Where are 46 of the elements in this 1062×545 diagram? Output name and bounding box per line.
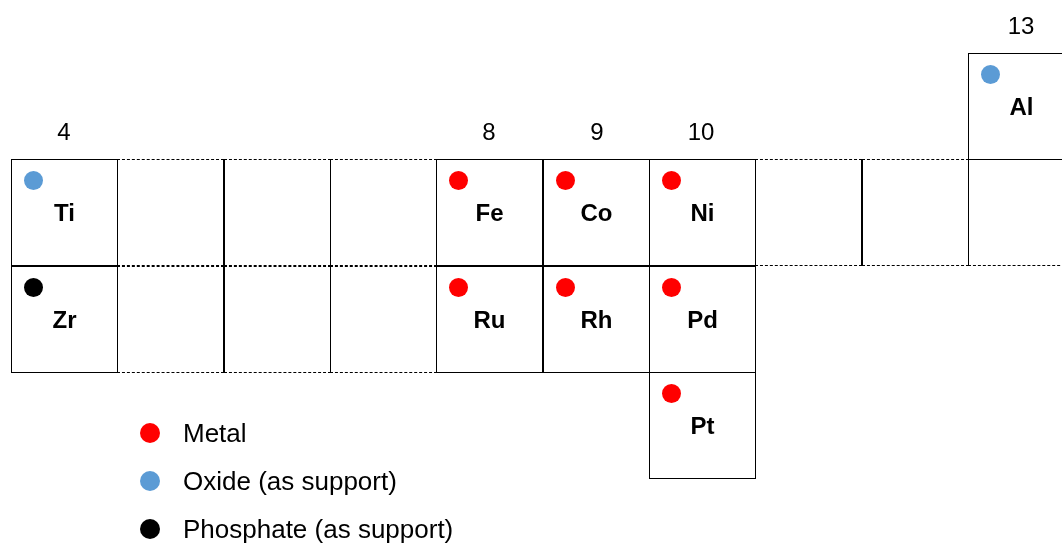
empty-cell bbox=[330, 159, 437, 266]
element-cell bbox=[11, 159, 118, 266]
marker-dot bbox=[24, 278, 43, 297]
element-cell bbox=[649, 266, 756, 373]
group-number: 13 bbox=[1007, 12, 1035, 40]
element-symbol: Zr bbox=[51, 306, 78, 334]
marker-dot bbox=[556, 278, 575, 297]
group-number: 4 bbox=[57, 118, 71, 146]
marker-dot bbox=[24, 171, 43, 190]
legend-text: Metal bbox=[183, 417, 247, 449]
element-cell bbox=[11, 266, 118, 373]
marker-dot bbox=[449, 171, 468, 190]
group-number: 9 bbox=[590, 118, 604, 146]
legend-text: Oxide (as support) bbox=[183, 465, 397, 497]
element-cell bbox=[436, 266, 543, 373]
empty-cell bbox=[117, 159, 224, 266]
element-symbol: Co bbox=[579, 199, 614, 227]
element-cell bbox=[436, 159, 543, 266]
element-symbol: Pt bbox=[689, 412, 716, 440]
empty-cell bbox=[117, 266, 224, 373]
element-symbol: Rh bbox=[579, 306, 614, 334]
element-symbol: Pd bbox=[686, 306, 719, 334]
element-symbol: Ni bbox=[689, 199, 716, 227]
element-cell bbox=[649, 372, 756, 479]
element-symbol: Fe bbox=[474, 199, 505, 227]
empty-cell bbox=[224, 159, 331, 266]
empty-cell bbox=[224, 266, 331, 373]
element-cell bbox=[543, 159, 650, 266]
group-number: 8 bbox=[482, 118, 496, 146]
group-number: 10 bbox=[687, 118, 715, 146]
element-symbol: Ru bbox=[472, 306, 507, 334]
element-cell bbox=[649, 159, 756, 266]
element-cell bbox=[543, 266, 650, 373]
marker-dot bbox=[449, 278, 468, 297]
marker-dot bbox=[981, 65, 1000, 84]
marker-dot bbox=[662, 278, 681, 297]
element-cell bbox=[968, 53, 1062, 160]
empty-cell bbox=[862, 159, 969, 266]
element-symbol: Ti bbox=[53, 199, 76, 227]
empty-cell bbox=[330, 266, 437, 373]
legend-text: Phosphate (as support) bbox=[183, 513, 454, 545]
empty-cell bbox=[755, 159, 862, 266]
marker-dot bbox=[662, 384, 681, 403]
marker-dot bbox=[556, 171, 575, 190]
element-symbol: Al bbox=[1008, 93, 1035, 121]
marker-dot bbox=[662, 171, 681, 190]
